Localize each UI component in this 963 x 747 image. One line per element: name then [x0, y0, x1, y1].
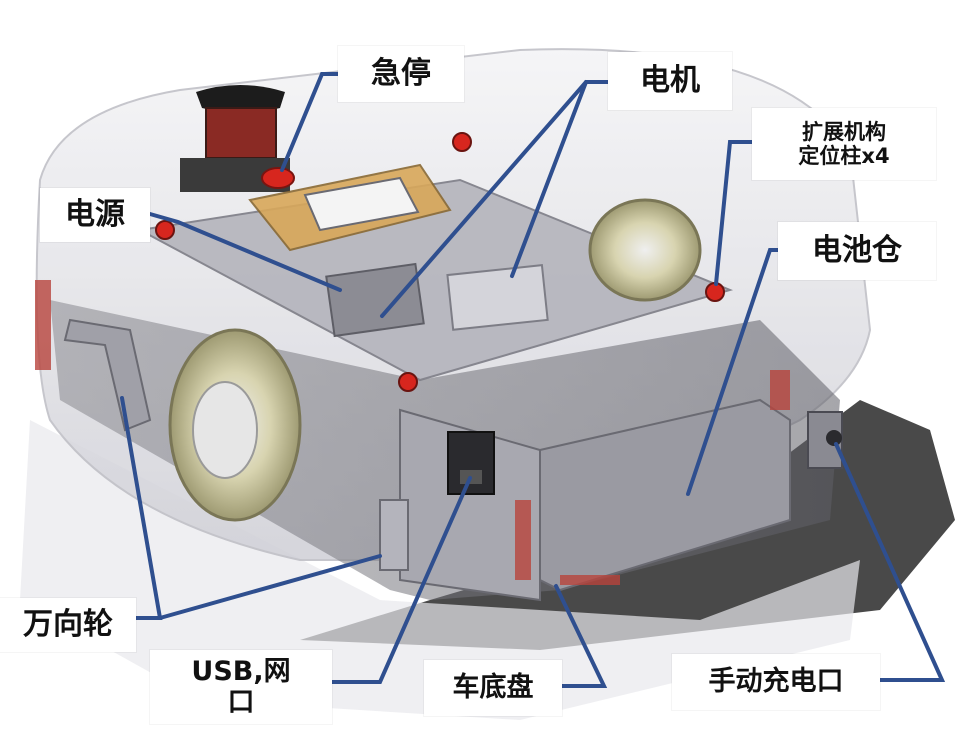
label-emergency-stop-text: 急停 — [371, 55, 431, 91]
pillar-1 — [155, 220, 175, 240]
leader-lines — [120, 72, 946, 688]
left-wheel-hub — [192, 381, 258, 479]
leader-motor-2 — [510, 80, 588, 278]
red-strip-bottom — [560, 575, 620, 585]
pillar-4 — [398, 372, 418, 392]
leader-charge-1 — [834, 442, 946, 682]
label-usb-line1: USB,网 — [191, 655, 291, 687]
floor-reflection — [20, 420, 860, 720]
usb-port-module — [447, 431, 495, 495]
label-emergency-stop: 急停 — [338, 46, 464, 102]
leader-chassis-1 — [554, 584, 608, 688]
motor-block — [325, 262, 425, 338]
caster-bracket — [63, 318, 152, 432]
leader-power — [148, 212, 342, 292]
label-caster-text: 万向轮 — [23, 606, 113, 642]
red-strip-front — [515, 500, 531, 580]
label-usb-network: USB,网 口 — [150, 650, 332, 724]
lidar-body — [205, 107, 277, 159]
label-motor: 电机 — [608, 52, 732, 110]
control-board-screen — [303, 176, 420, 232]
label-power: 电源 — [40, 188, 150, 242]
label-chassis-text: 车底盘 — [452, 672, 534, 704]
right-drive-wheel — [588, 198, 702, 302]
label-charge-port-text: 手动充电口 — [708, 666, 844, 698]
leader-pillar — [714, 140, 754, 286]
charge-port-socket — [826, 430, 842, 446]
red-strip-left — [35, 280, 51, 370]
lidar-top — [196, 85, 285, 113]
label-charge-port: 手动充电口 — [672, 654, 880, 710]
label-expansion-line2: 定位柱x4 — [798, 144, 890, 168]
pillar-2 — [452, 132, 472, 152]
label-chassis: 车底盘 — [424, 660, 562, 716]
leader-battery — [686, 248, 780, 496]
label-motor-text: 电机 — [640, 62, 700, 98]
leader-caster-2 — [158, 554, 382, 620]
charge-port — [807, 411, 843, 469]
label-battery: 电池仓 — [778, 222, 936, 280]
leader-usb — [330, 476, 472, 684]
leader-estop — [280, 72, 340, 172]
caster-block — [379, 499, 409, 571]
emergency-stop-button — [261, 167, 295, 189]
label-power-text: 电源 — [65, 196, 125, 232]
label-battery-text: 电池仓 — [812, 232, 902, 268]
motor-heatsink — [446, 264, 549, 331]
label-caster: 万向轮 — [0, 598, 136, 652]
label-expansion-line1: 扩展机构 — [802, 119, 886, 144]
red-strip-right — [770, 370, 790, 410]
label-expansion-pillars: 扩展机构 定位柱x4 — [752, 108, 936, 180]
label-usb-line2: 口 — [227, 687, 255, 718]
